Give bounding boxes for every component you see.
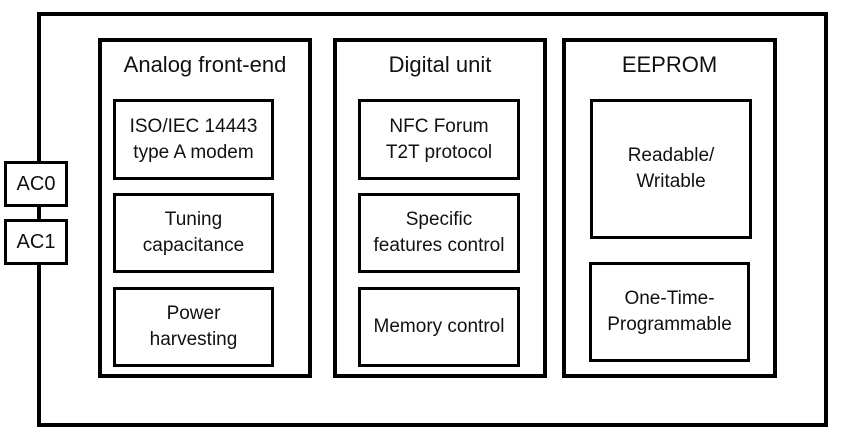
block-label-line: Readable/ xyxy=(627,145,715,166)
block-label-line: features control xyxy=(373,235,505,256)
block-label-line: capacitance xyxy=(142,235,245,256)
block-label-line: Memory control xyxy=(373,316,505,337)
block-label-line: Programmable xyxy=(607,314,732,335)
block-label-line: type A modem xyxy=(133,141,254,163)
block-label-line: harvesting xyxy=(149,329,238,350)
block-label-line: One-Time- xyxy=(624,288,715,309)
block-memory-control: Memory control xyxy=(358,287,520,367)
block-label-line: ISO/IEC 14443 xyxy=(129,115,258,137)
section-title: Analog front-end xyxy=(123,52,287,77)
pin-ac1: AC1 xyxy=(4,219,68,265)
block-power-harvesting: Power harvesting xyxy=(113,287,274,367)
section-digital-unit: Digital unit NFC Forum T2T protocol Spec… xyxy=(333,38,547,378)
block-nfc-forum-t2t-protocol: NFC Forum T2T protocol xyxy=(358,99,520,180)
block-label-line: Writable xyxy=(636,171,706,192)
pin-label: AC0 xyxy=(16,172,56,195)
block-iso-iec-14443-type-a-modem: ISO/IEC 14443 type A modem xyxy=(113,99,274,180)
section-analog-front-end: Analog front-end ISO/IEC 14443 type A mo… xyxy=(98,38,312,378)
block-one-time-programmable: One-Time- Programmable xyxy=(589,262,750,362)
block-specific-features-control: Specific features control xyxy=(358,193,520,273)
block-label-line: NFC Forum xyxy=(389,115,489,137)
block-label-line: Specific xyxy=(405,209,473,230)
section-eeprom: EEPROM Readable/ Writable One-Time- Prog… xyxy=(562,38,777,378)
block-label-line: Tuning xyxy=(164,209,223,230)
pin-label: AC1 xyxy=(16,230,56,253)
block-readable-writable: Readable/ Writable xyxy=(590,99,752,239)
block-label-line: Power xyxy=(166,303,221,324)
section-title: Digital unit xyxy=(388,52,492,77)
block-label-line: T2T protocol xyxy=(385,141,493,163)
pin-ac0: AC0 xyxy=(4,161,68,207)
section-title: EEPROM xyxy=(621,52,718,77)
block-tuning-capacitance: Tuning capacitance xyxy=(113,193,274,273)
